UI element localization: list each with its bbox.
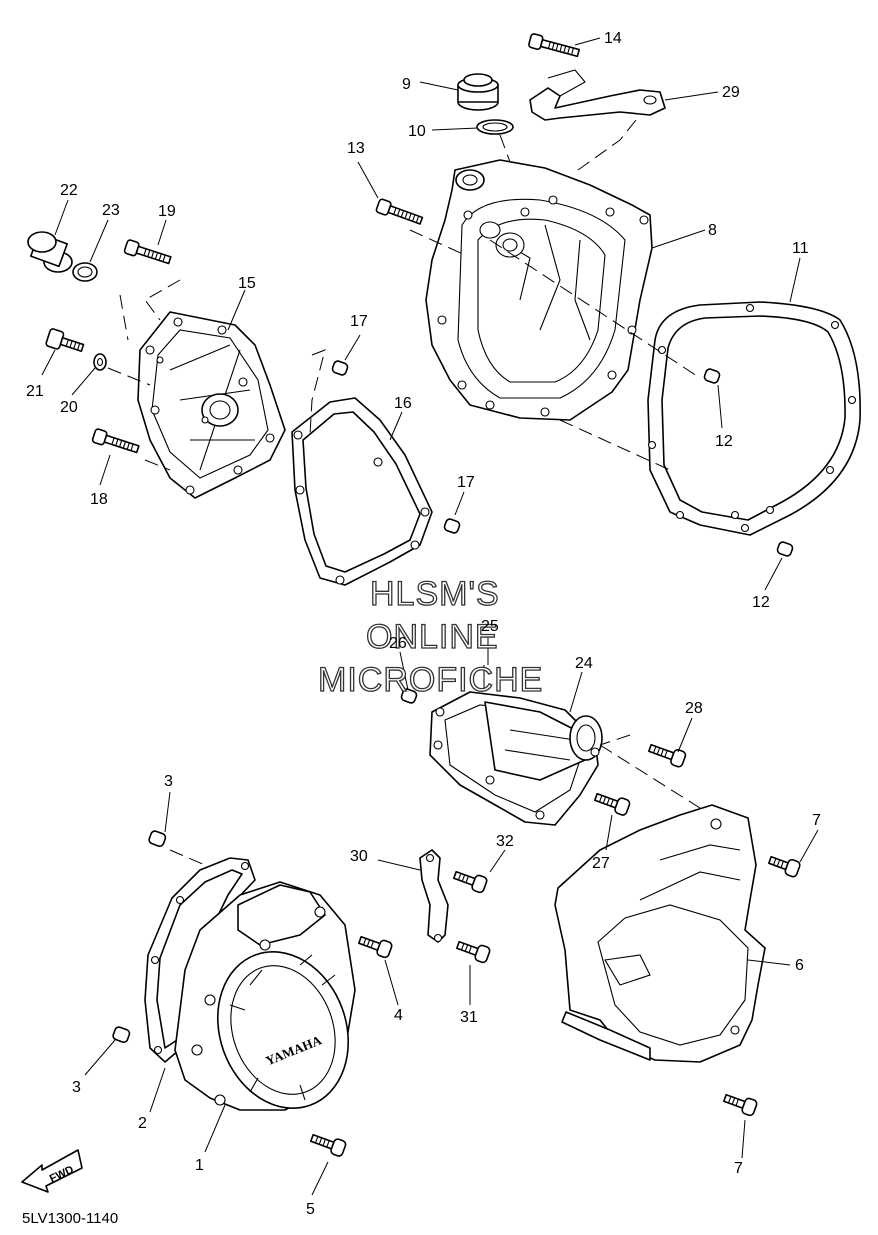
dowel-pin-12-lower[interactable] bbox=[776, 541, 794, 557]
callout-23: 23 bbox=[102, 202, 120, 219]
sprocket-cover-part[interactable] bbox=[554, 804, 766, 1063]
callout-11: 11 bbox=[792, 240, 809, 257]
callout-22: 22 bbox=[60, 182, 78, 199]
fwd-arrow-icon: FWD bbox=[21, 1149, 83, 1193]
bolt-19-part[interactable] bbox=[123, 239, 172, 267]
callout-27: 27 bbox=[592, 855, 610, 872]
callout-13: 13 bbox=[347, 140, 365, 157]
bolt-5-part[interactable] bbox=[309, 1130, 347, 1157]
bolt-7-lower-part[interactable] bbox=[722, 1090, 758, 1117]
bolt-32-part[interactable] bbox=[452, 867, 488, 894]
callout-26: 26 bbox=[389, 635, 407, 652]
dowel-pin-17-lower[interactable] bbox=[443, 518, 461, 534]
dowel-3-lower-part[interactable] bbox=[112, 1026, 131, 1043]
bolt-28-part[interactable] bbox=[647, 740, 687, 768]
callout-1: 1 bbox=[195, 1157, 204, 1174]
bolt-7-upper-part[interactable] bbox=[767, 852, 801, 878]
bolt-14-part[interactable] bbox=[528, 33, 581, 59]
callout-18: 18 bbox=[90, 491, 108, 508]
bolt-27-part[interactable] bbox=[593, 789, 631, 816]
callout-29: 29 bbox=[722, 84, 740, 101]
callout-12-upper: 12 bbox=[715, 433, 733, 450]
bolt-31-part[interactable] bbox=[455, 937, 491, 964]
o-ring-23-part[interactable] bbox=[72, 262, 98, 282]
clutch-cover-part[interactable] bbox=[425, 159, 653, 421]
cover-15-part[interactable] bbox=[137, 311, 286, 499]
callout-16: 16 bbox=[394, 395, 412, 412]
callout-32: 32 bbox=[496, 833, 514, 850]
callouts: 22 23 19 15 21 20 18 17 16 17 9 10 13 14… bbox=[26, 30, 821, 1218]
dowel-pin-12-upper[interactable] bbox=[703, 368, 721, 384]
callout-4: 4 bbox=[394, 1007, 403, 1024]
callout-21: 21 bbox=[26, 383, 44, 400]
dowel-3-upper-part[interactable] bbox=[148, 830, 167, 847]
leader-lines bbox=[41, 37, 819, 1196]
watermark-line1: HLSM'S bbox=[370, 575, 500, 613]
plug-22-part[interactable] bbox=[27, 231, 73, 273]
bolt-21-part[interactable] bbox=[45, 328, 85, 356]
clutch-gasket-part[interactable] bbox=[647, 301, 861, 536]
dowel-pin-17-upper[interactable] bbox=[331, 360, 349, 376]
diagram-code: 5LV1300-1140 bbox=[22, 1210, 118, 1227]
callout-7-upper: 7 bbox=[812, 812, 821, 829]
callout-20: 20 bbox=[60, 399, 78, 416]
callout-10: 10 bbox=[408, 123, 426, 140]
callout-12-lower: 12 bbox=[752, 594, 770, 611]
callout-14: 14 bbox=[604, 30, 622, 47]
callout-17-lower: 17 bbox=[457, 474, 475, 491]
callout-15: 15 bbox=[238, 275, 256, 292]
oil-filler-plug-part[interactable] bbox=[457, 73, 499, 111]
cover-24-part[interactable] bbox=[429, 691, 603, 826]
dowel-26-part[interactable] bbox=[400, 688, 418, 704]
callout-24: 24 bbox=[575, 655, 593, 672]
callout-19: 19 bbox=[158, 203, 176, 220]
callout-5: 5 bbox=[306, 1201, 315, 1218]
generator-cover-part[interactable]: YAMAHA bbox=[174, 881, 370, 1127]
callout-31: 31 bbox=[460, 1009, 478, 1026]
callout-25: 25 bbox=[481, 618, 499, 635]
callout-7-lower: 7 bbox=[734, 1160, 743, 1177]
watermark-line3: MICROFICHE bbox=[318, 661, 543, 699]
callout-2: 2 bbox=[138, 1115, 147, 1132]
gasket-16-part[interactable] bbox=[291, 397, 433, 586]
washer-20-part[interactable] bbox=[93, 353, 107, 371]
o-ring-part[interactable] bbox=[476, 119, 514, 135]
callout-28: 28 bbox=[685, 700, 703, 717]
watermark-line2: ONLINE bbox=[366, 618, 499, 656]
bracket-29-part[interactable] bbox=[529, 69, 666, 121]
callout-30: 30 bbox=[350, 848, 368, 865]
bolt-18-part[interactable] bbox=[91, 428, 140, 456]
assembly-lines bbox=[107, 114, 701, 866]
callout-17-upper: 17 bbox=[350, 313, 368, 330]
callout-6: 6 bbox=[795, 957, 804, 974]
callout-3-upper: 3 bbox=[164, 773, 173, 790]
watermark: HLSM'S ONLINE MICROFICHE bbox=[317, 574, 543, 699]
bolt-4-part[interactable] bbox=[357, 932, 393, 959]
callout-8: 8 bbox=[708, 222, 717, 239]
callout-3-lower: 3 bbox=[72, 1079, 81, 1096]
bolt-13-part[interactable] bbox=[375, 198, 424, 227]
callout-9: 9 bbox=[402, 76, 411, 93]
bracket-30-part[interactable] bbox=[419, 849, 449, 943]
